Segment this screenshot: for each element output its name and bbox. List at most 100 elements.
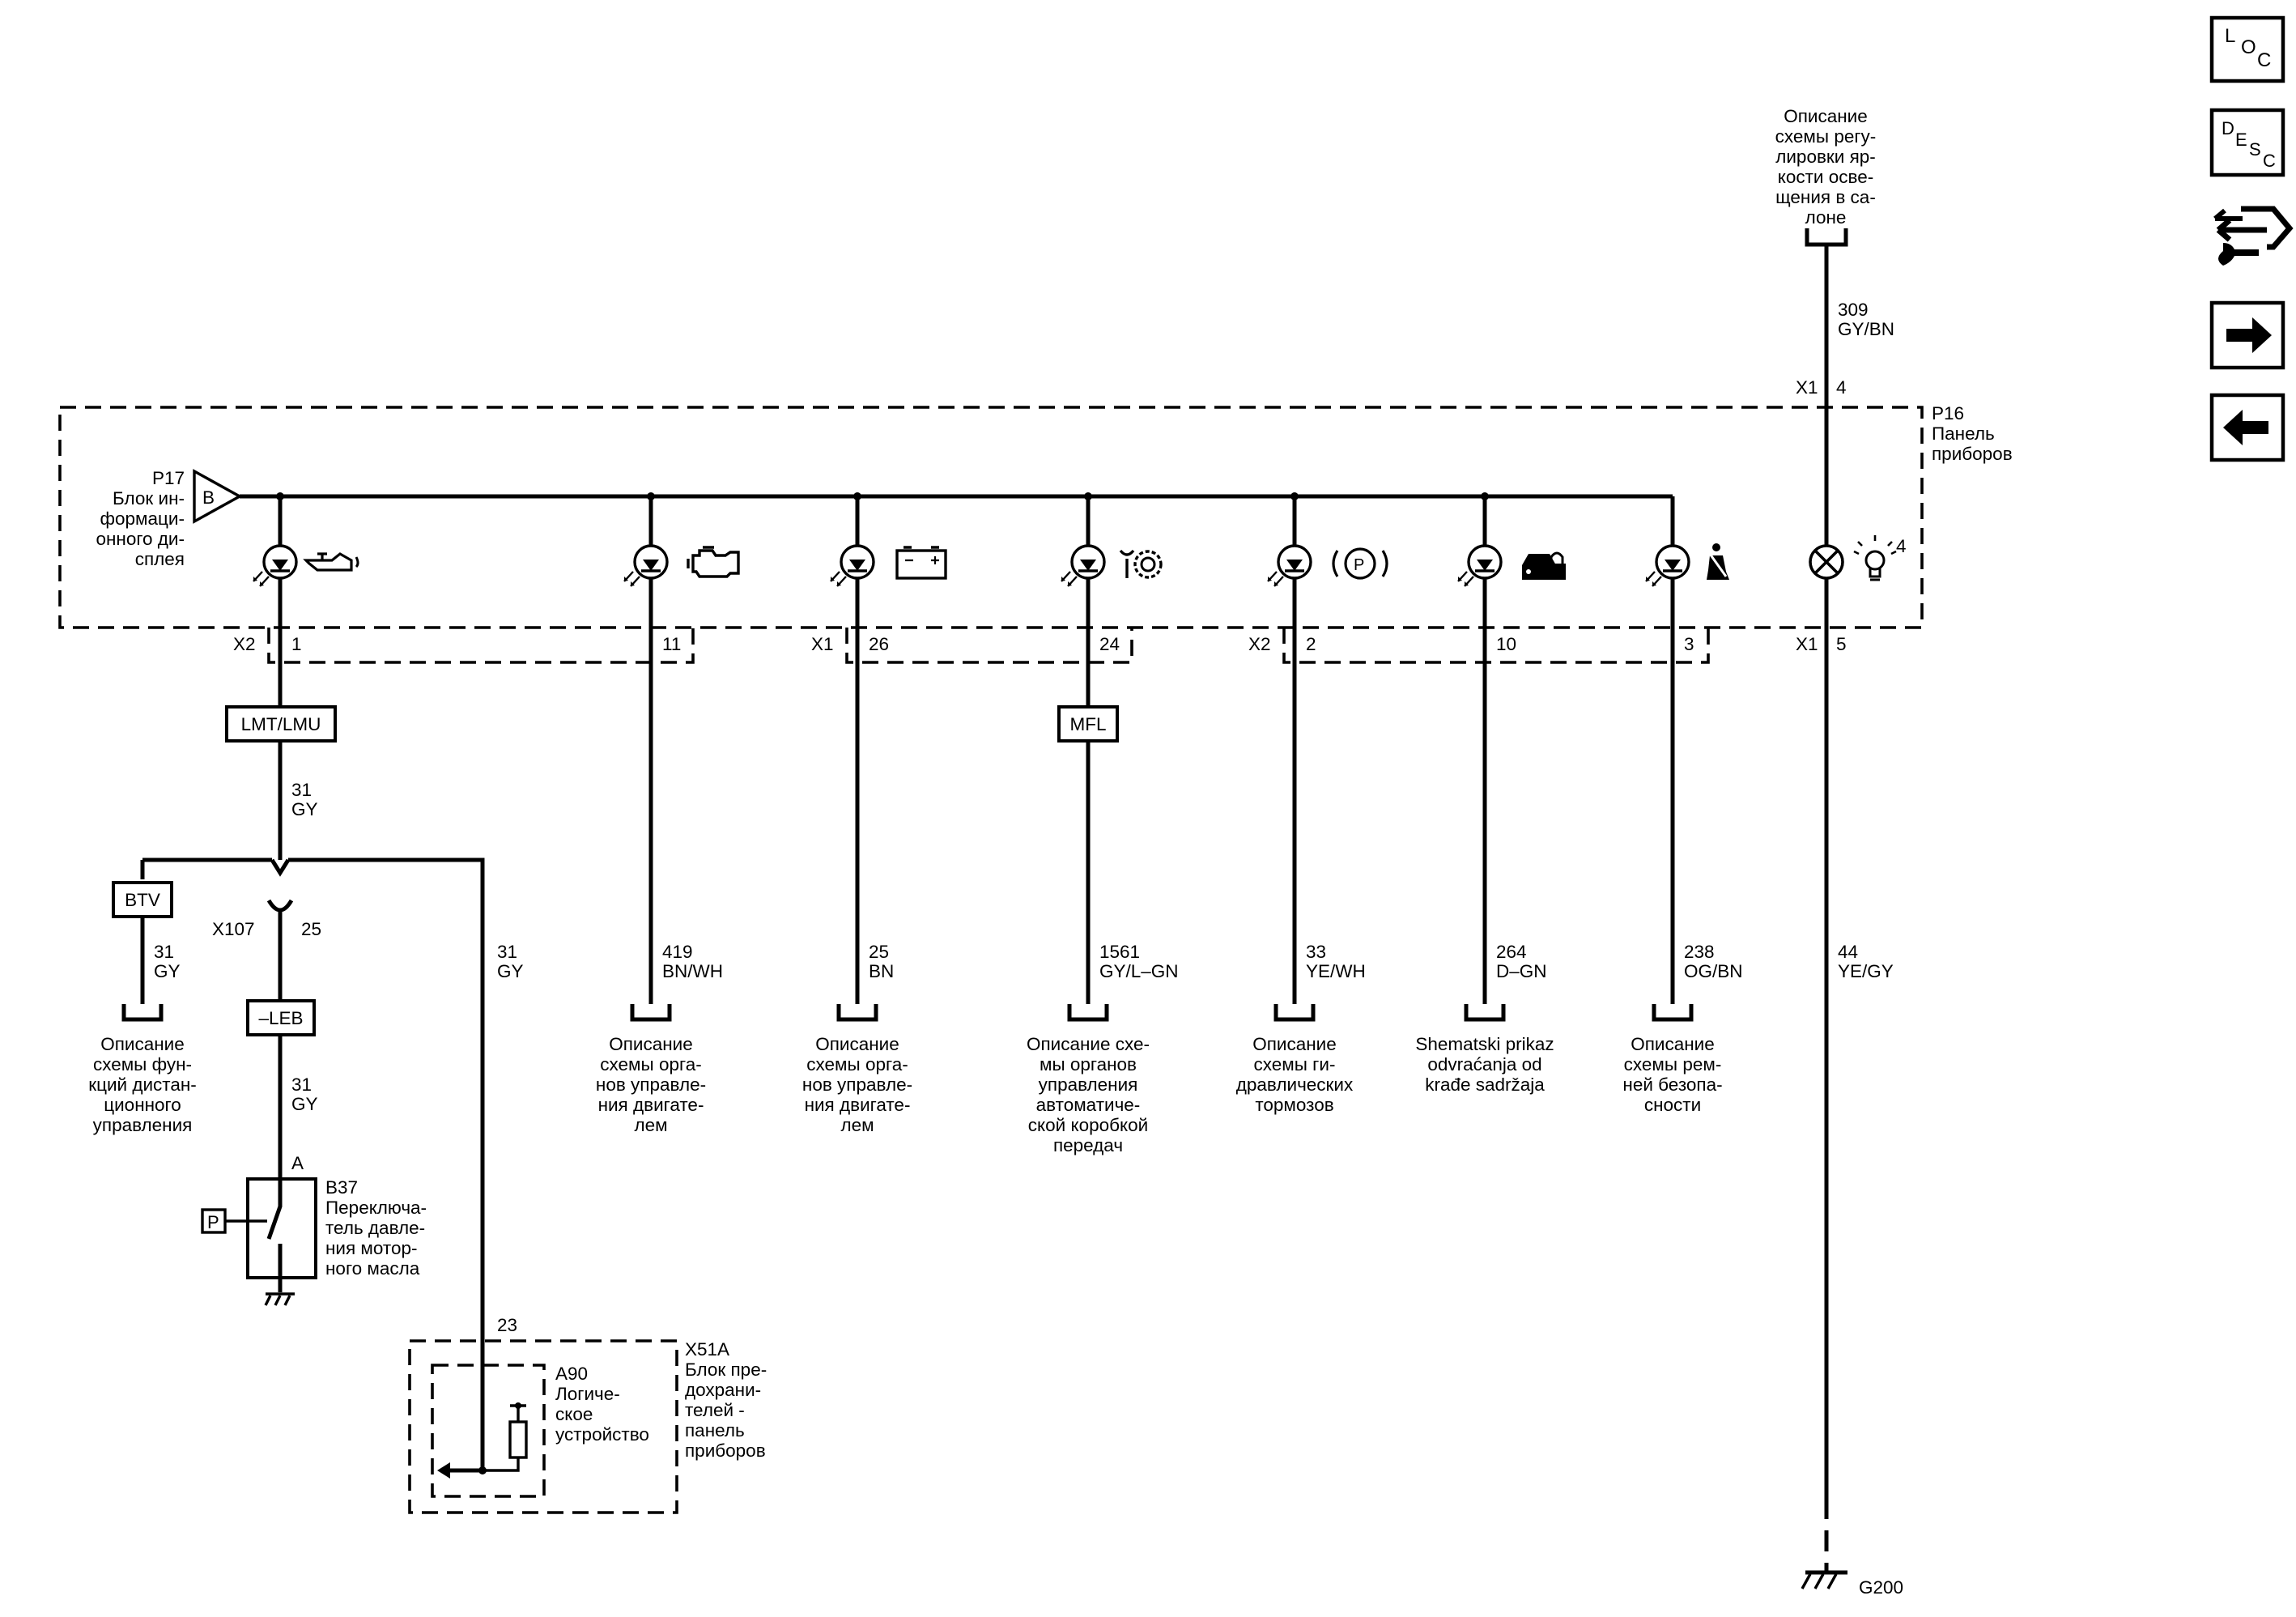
check-engine-led <box>623 544 669 588</box>
svg-text:сности: сности <box>1644 1095 1701 1115</box>
b37-label: ния мотор- <box>325 1238 418 1258</box>
pin-label: 1 <box>291 634 302 654</box>
svg-text:ционного: ционного <box>104 1095 181 1115</box>
wire-label: 238 <box>1684 942 1715 962</box>
wire-label: BN/WH <box>662 961 723 981</box>
x51a-label: Блок пре- <box>685 1360 767 1380</box>
service-wrench-icon <box>1119 549 1163 579</box>
desc-button[interactable]: D E S C <box>2209 108 2285 177</box>
wire-label: 31 <box>154 942 174 962</box>
wire-label: 419 <box>662 942 693 962</box>
wire-label: D–GN <box>1496 961 1547 981</box>
ref-hydraulic-brakes: Описание схемы ги- дравлических тормозов <box>1236 1034 1354 1115</box>
parking-brake-icon: P <box>1332 547 1388 580</box>
svg-text:схемы ги-: схемы ги- <box>1254 1054 1336 1074</box>
battery-led <box>829 544 875 588</box>
svg-text:схемы фун-: схемы фун- <box>93 1054 192 1074</box>
wire-label: GY <box>497 961 524 981</box>
battery-icon <box>895 546 947 580</box>
desc-letter-c: C <box>2263 151 2276 171</box>
oil-pressure-led <box>252 544 298 588</box>
x51a-label: телей - <box>685 1400 745 1420</box>
svg-text:Описание: Описание <box>1631 1034 1715 1054</box>
svg-text:тормозов: тормозов <box>1255 1095 1333 1115</box>
pin-label: 24 <box>1099 634 1120 654</box>
connector-end <box>1466 1004 1503 1019</box>
svg-text:Описание: Описание <box>815 1034 899 1054</box>
loc-letter-o: O <box>2241 36 2256 58</box>
p17-label: сплея <box>135 549 185 569</box>
wire-label: 31 <box>291 780 312 800</box>
ref-theft-deterrent: Shematski prikaz odvraćanja od krađe sad… <box>1415 1034 1554 1095</box>
svg-text:лем: лем <box>634 1115 667 1135</box>
pin-label: 3 <box>1684 634 1694 654</box>
svg-text:лем: лем <box>840 1115 874 1135</box>
top-ref-line: лоне <box>1805 207 1847 228</box>
p17-label: формаци- <box>100 509 185 529</box>
display-module-triangle: B <box>193 469 243 524</box>
connector-end-view-icon[interactable] <box>2213 206 2294 266</box>
engine-icon <box>687 546 740 578</box>
b37-label: B37 <box>325 1177 358 1198</box>
svg-text:P: P <box>207 1212 219 1232</box>
b37-label: тель давле- <box>325 1218 425 1238</box>
svg-text:нов управле-: нов управле- <box>802 1074 912 1095</box>
wire-label: GY/L–GN <box>1099 961 1179 981</box>
ref-engine-controls: Описание схемы орга- нов управле- ния дв… <box>596 1034 706 1135</box>
parking-brake-led <box>1266 544 1312 588</box>
x51a-label: X51A <box>685 1339 729 1360</box>
connector-end <box>1654 1004 1691 1019</box>
prev-button[interactable] <box>2209 393 2285 462</box>
b37-label: ного масла <box>325 1258 420 1279</box>
desc-letter-s: S <box>2249 139 2261 160</box>
ref-transmission-controls: Описание схе- мы органов управления авто… <box>1027 1034 1150 1155</box>
svg-text:мы органов: мы органов <box>1040 1054 1137 1074</box>
top-ref-line: щения в са- <box>1775 187 1876 207</box>
svg-text:krađe sadržaja: krađe sadržaja <box>1425 1074 1545 1095</box>
svg-text:Описание: Описание <box>1252 1034 1337 1054</box>
svg-text:дравлических: дравлических <box>1236 1074 1354 1095</box>
wire-label: 31 <box>291 1074 312 1095</box>
splice-pin: 25 <box>301 919 321 939</box>
top-reference: Описание схемы регу- лировки яр- кости о… <box>1775 106 1877 247</box>
svg-text:MFL: MFL <box>1070 714 1107 734</box>
seatbelt-led <box>1644 544 1690 588</box>
connector-end <box>124 1004 161 1019</box>
pin-label: 2 <box>1306 634 1316 654</box>
lamp-number: 4 <box>1896 536 1907 556</box>
svg-text:схемы орга-: схемы орга- <box>600 1054 701 1074</box>
wire-label: GY <box>154 961 181 981</box>
wire-label: 309 <box>1838 300 1869 320</box>
ground-symbol <box>264 1278 295 1306</box>
loc-button[interactable]: L O C <box>2209 15 2285 83</box>
svg-text:управления: управления <box>1039 1074 1138 1095</box>
desc-letter-e: E <box>2235 130 2247 150</box>
ref-seatbelts: Описание схемы рем- ней безопа- сности <box>1622 1034 1722 1115</box>
p17-label: онного ди- <box>96 529 185 549</box>
security-led <box>1456 544 1503 588</box>
connector-label: X1 <box>1796 634 1818 654</box>
svg-text:ней безопа-: ней безопа- <box>1622 1074 1722 1095</box>
desc-letter-d: D <box>2222 118 2234 138</box>
svg-text:схемы орга-: схемы орга- <box>806 1054 908 1074</box>
b37-label: Переключа- <box>325 1198 427 1218</box>
next-button[interactable] <box>2209 300 2285 370</box>
wire-label: 44 <box>1838 942 1858 962</box>
wire-label: GY/BN <box>1838 319 1894 339</box>
svg-text:ния двигате-: ния двигате- <box>598 1095 704 1115</box>
splice-label: X107 <box>212 919 255 939</box>
ambient-light-bulb-icon <box>1853 535 1897 581</box>
x51a-label: приборов <box>685 1440 766 1461</box>
option-box-lmt-lmu: LMT/LMU <box>225 705 337 743</box>
arrow-left-icon <box>2223 410 2268 445</box>
top-ref-line: схемы регу- <box>1775 126 1877 147</box>
pin-label: 4 <box>1836 377 1847 398</box>
x51a-label: панель <box>685 1420 745 1440</box>
top-ref-line: лировки яр- <box>1775 147 1876 167</box>
seatbelt-icon <box>1707 543 1729 580</box>
connector-end <box>839 1004 876 1019</box>
svg-text:ской коробкой: ской коробкой <box>1028 1115 1148 1135</box>
svg-text:LMT/LMU: LMT/LMU <box>241 714 321 734</box>
svg-text:управления: управления <box>93 1115 193 1135</box>
